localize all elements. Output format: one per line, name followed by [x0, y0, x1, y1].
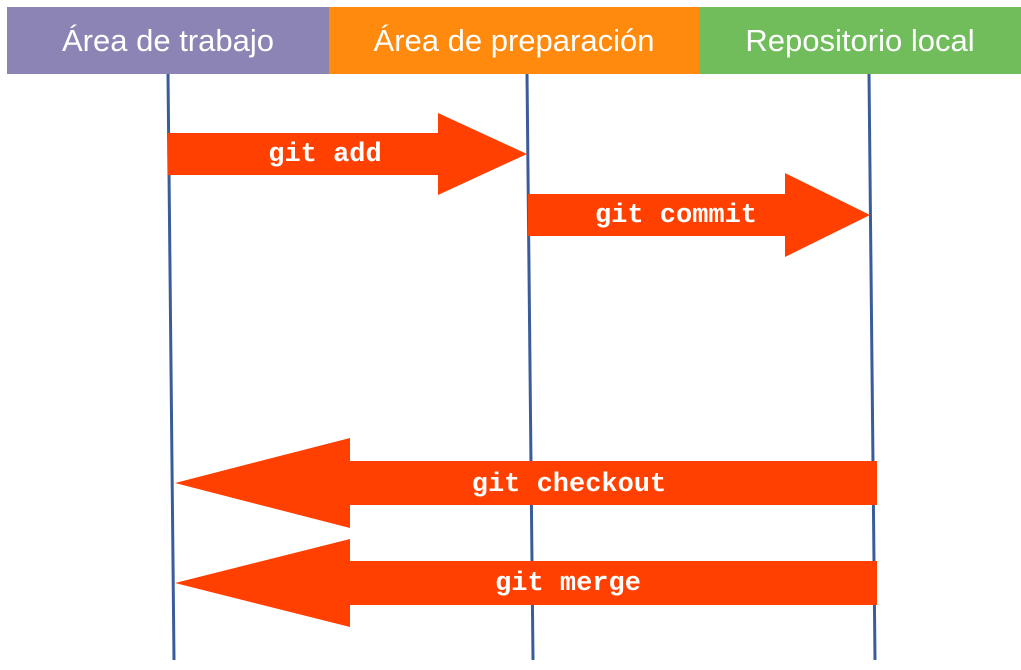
lane-header-local-repository: Repositorio local: [699, 7, 1021, 74]
git-checkout-arrow: [175, 438, 877, 528]
git-add-label: git add: [268, 140, 381, 170]
git-checkout-label: git checkout: [472, 470, 666, 500]
lane-header-staging-area: Área de preparación: [329, 7, 699, 74]
git-add-arrow: [168, 113, 527, 195]
git-merge-label: git merge: [495, 569, 641, 599]
git-commit-arrow: [528, 173, 870, 257]
lane-header-working-area: Área de trabajo: [7, 7, 329, 74]
git-commit-label: git commit: [595, 201, 757, 231]
git-merge-arrow: [175, 539, 877, 627]
